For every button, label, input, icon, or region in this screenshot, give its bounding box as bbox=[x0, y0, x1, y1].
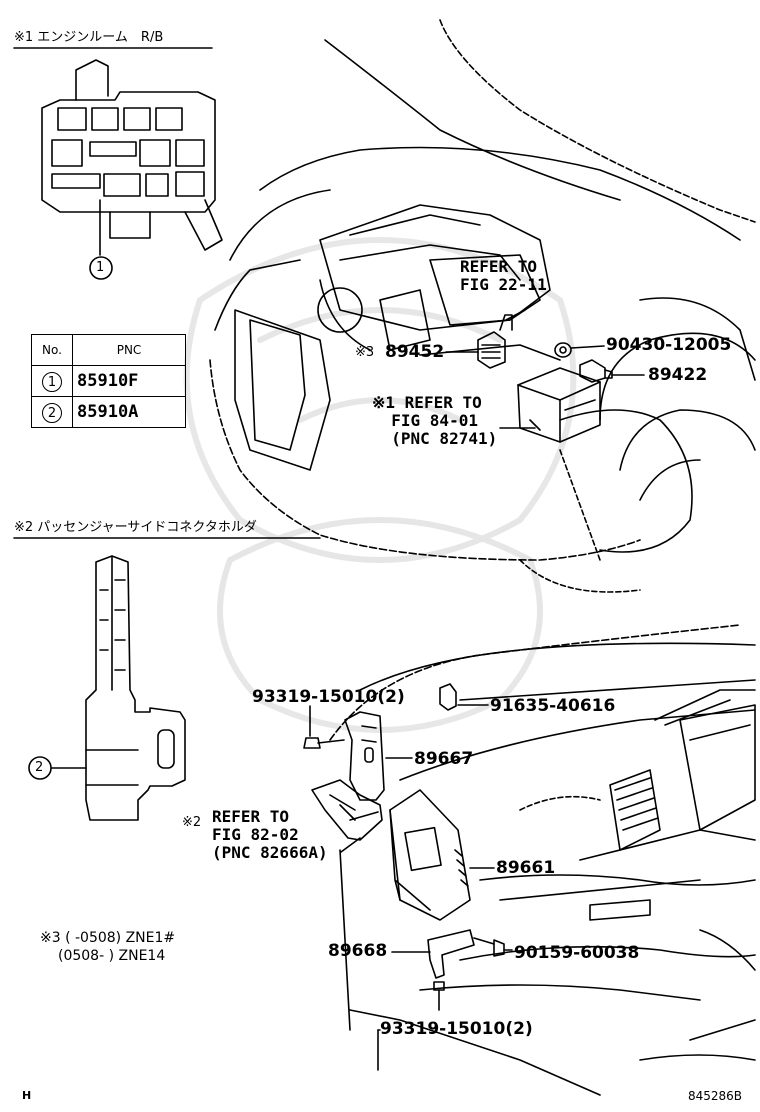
watermark bbox=[183, 237, 577, 733]
pnc-row-no: 2 bbox=[42, 402, 62, 423]
engine-room-header: ※1 エンジンルーム R/B bbox=[14, 30, 164, 45]
connector-holder-drawing bbox=[51, 555, 186, 821]
bracket-89667-drawing bbox=[344, 711, 385, 801]
engine-bay-drawing bbox=[209, 19, 756, 593]
connector-holder-dash-drawing bbox=[311, 779, 383, 841]
figure-number: 845286B bbox=[688, 1089, 743, 1103]
footnote-line-2: (0508- ) ZNE14 bbox=[58, 948, 166, 964]
label-89452[interactable]: 89452 bbox=[385, 342, 445, 362]
footnote-line-1: ※3 ( -0508) ZNE1# bbox=[40, 930, 176, 946]
leader-refer-82 bbox=[340, 837, 361, 853]
pnc-col-pnc: PNC bbox=[72, 334, 186, 366]
leader-90430 bbox=[570, 345, 605, 349]
pnc-row-no: 1 bbox=[42, 371, 62, 392]
pnc-row: 2 85910A bbox=[31, 396, 186, 428]
callout-1-circle bbox=[89, 256, 113, 280]
relay-block-drawing bbox=[41, 59, 223, 256]
part-89422-sensor-drawing bbox=[579, 359, 613, 383]
screw-93319-bottom-drawing bbox=[433, 981, 445, 1011]
corner-left-code: H bbox=[22, 1089, 32, 1102]
pnc-row: 1 85910F bbox=[31, 365, 186, 397]
label-93319-15010-top[interactable]: 93319-15010(2) bbox=[252, 687, 405, 707]
label-89452-mark: ※3 bbox=[355, 345, 375, 360]
bracket-89668-drawing bbox=[427, 929, 475, 979]
leader-refer-22 bbox=[505, 309, 526, 321]
cabin-drawing bbox=[329, 624, 756, 1096]
label-refer-82-mark: ※2 bbox=[182, 815, 202, 830]
part-90430-washer-drawing bbox=[554, 342, 572, 358]
screw-93319-top-drawing bbox=[303, 737, 345, 749]
label-91635-40616[interactable]: 91635-40616 bbox=[490, 696, 616, 716]
bolt-90159-drawing bbox=[473, 937, 505, 957]
callout-2: 2 bbox=[35, 760, 44, 775]
pnc-col-no: No. bbox=[31, 334, 73, 366]
label-93319-15010-bottom[interactable]: 93319-15010(2) bbox=[380, 1019, 533, 1039]
label-refer-fig-82-02[interactable]: REFER TO FIG 82-02 (PNC 82666A) bbox=[212, 807, 328, 862]
label-89667[interactable]: 89667 bbox=[414, 749, 474, 769]
label-90430-12005[interactable]: 90430-12005 bbox=[606, 335, 732, 355]
callout-1: 1 bbox=[96, 260, 105, 275]
ecu-89661-drawing bbox=[389, 789, 471, 921]
callout-2-circle bbox=[28, 756, 52, 780]
label-90159-60038[interactable]: 90159-60038 bbox=[514, 943, 640, 963]
label-89668[interactable]: 89668 bbox=[328, 941, 388, 961]
bolt-91635-drawing bbox=[439, 683, 457, 711]
label-refer-fig-22-11[interactable]: REFER TO FIG 22-11 bbox=[460, 257, 547, 294]
pnc-row-value: 85910A bbox=[72, 396, 186, 428]
pnc-row-value: 85910F bbox=[72, 365, 186, 397]
label-89661[interactable]: 89661 bbox=[496, 858, 556, 878]
passenger-side-header: ※2 パッセンジャーサイドコネクタホルダ bbox=[14, 520, 257, 535]
pnc-table: No. PNC 1 85910F 2 85910A bbox=[31, 334, 186, 428]
label-89422[interactable]: 89422 bbox=[648, 365, 708, 385]
part-89452-drawing bbox=[477, 314, 513, 369]
label-refer-fig-84-01[interactable]: ※1 REFER TO FIG 84-01 (PNC 82741) bbox=[372, 393, 498, 448]
